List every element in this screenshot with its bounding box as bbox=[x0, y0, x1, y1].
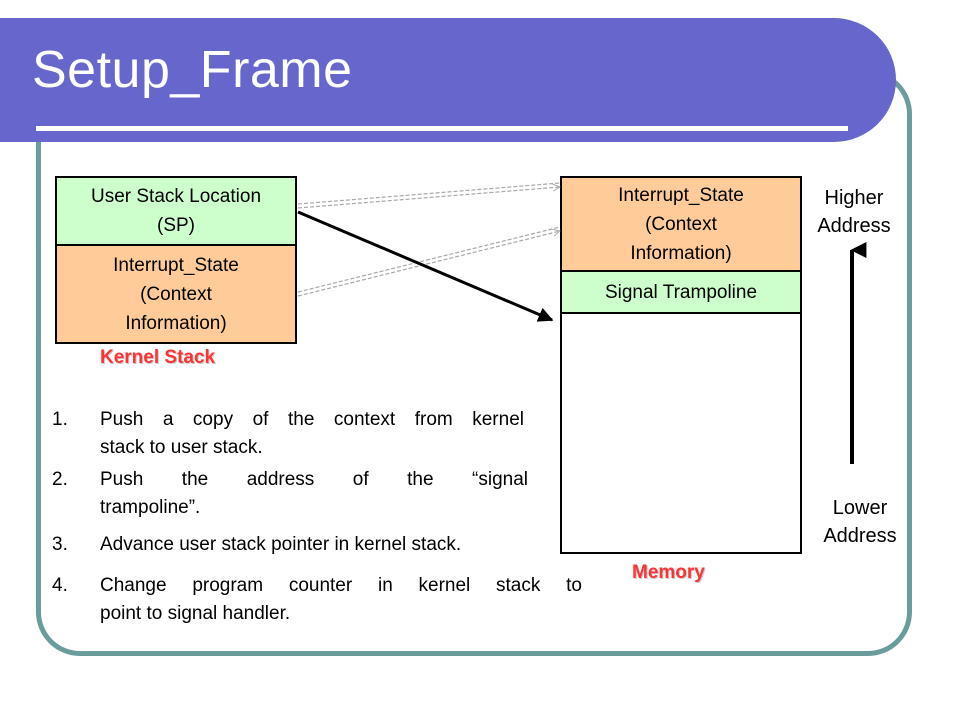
step-3-number: 3. bbox=[52, 534, 68, 555]
kernel-interrupt-state-line-2: (Context bbox=[140, 283, 212, 305]
kernel-interrupt-state-line-1: Interrupt_State bbox=[113, 254, 239, 276]
kernel-interrupt-state-box: Interrupt_State (Context Information) bbox=[55, 244, 297, 344]
step-4-line-2: point to signal handler. bbox=[100, 603, 291, 624]
step-3: 3. Advance user stack pointer in kernel … bbox=[52, 531, 562, 561]
stack-pointer-arrow bbox=[297, 210, 554, 322]
step-2-line-1: Push the address of the “signal bbox=[100, 469, 528, 490]
lower-address-label: Lower Address bbox=[812, 494, 908, 550]
step-4-line-1: Change program counter in kernel stack t… bbox=[100, 575, 582, 596]
step-1-line-1: Push a copy of the context from kernel bbox=[100, 409, 524, 430]
kernel-user-stack-location-box: User Stack Location (SP) bbox=[55, 176, 297, 246]
kernel-user-stack-location-line-1: User Stack Location bbox=[90, 186, 262, 207]
lower-address-line-2: Address bbox=[823, 525, 897, 547]
kernel-user-stack-location-line-2: (SP) bbox=[157, 215, 195, 236]
step-2: 2. Push the address of the “signal tramp… bbox=[52, 466, 528, 526]
memory-signal-trampoline-box: Signal Trampoline bbox=[560, 270, 802, 314]
step-4-number: 4. bbox=[52, 575, 68, 596]
memory-label: Memory bbox=[632, 562, 705, 583]
interrupt-state-copy-arrow bbox=[297, 226, 560, 297]
step-1-number: 1. bbox=[52, 409, 68, 430]
kernel-stack-label: Kernel Stack bbox=[100, 347, 216, 368]
step-3-line-1: Advance user stack pointer in kernel sta… bbox=[100, 534, 462, 555]
title-underline bbox=[36, 126, 848, 131]
memory-interrupt-state-line-1: Interrupt_State bbox=[618, 184, 744, 206]
memory-interrupt-state-line-2: (Context bbox=[645, 213, 717, 235]
step-4: 4. Change program counter in kernel stac… bbox=[52, 572, 582, 632]
title-bar bbox=[0, 18, 896, 142]
kernel-interrupt-state-line-3: Information) bbox=[125, 312, 227, 334]
higher-address-line-1: Higher bbox=[824, 187, 884, 209]
step-2-number: 2. bbox=[52, 469, 68, 490]
slide-title: Setup_Frame bbox=[32, 41, 353, 99]
higher-address-label: Higher Address bbox=[806, 184, 902, 240]
higher-address-line-2: Address bbox=[817, 215, 891, 237]
step-2-line-2: trampoline”. bbox=[100, 497, 201, 518]
step-1-line-2: stack to user stack. bbox=[100, 437, 263, 458]
step-1: 1. Push a copy of the context from kerne… bbox=[52, 406, 524, 466]
memory-free-region-box bbox=[560, 312, 802, 554]
memory-signal-trampoline-label: Signal Trampoline bbox=[604, 281, 758, 303]
lower-address-line-1: Lower bbox=[832, 497, 888, 519]
memory-interrupt-state-line-3: Information) bbox=[630, 242, 732, 264]
copy-context-arrow bbox=[297, 182, 560, 209]
